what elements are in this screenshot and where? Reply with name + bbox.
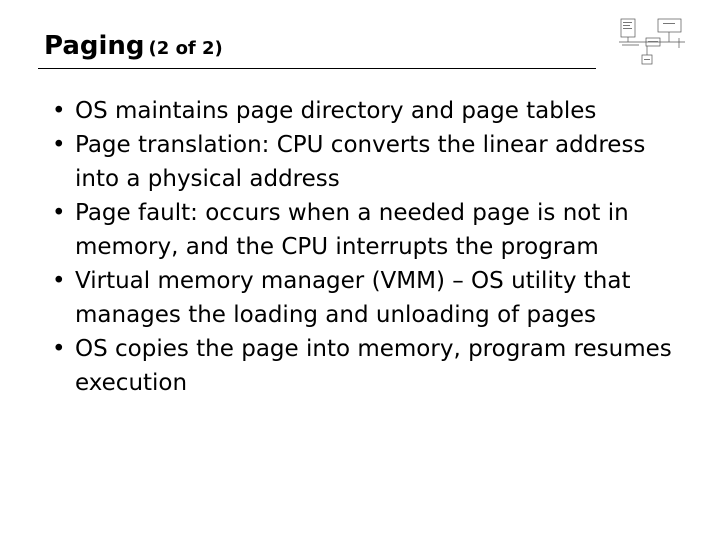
title-text: Paging (44, 31, 145, 61)
bullet-marker: • (52, 336, 66, 362)
bullet-text: Page fault: occurs when a needed page is… (75, 200, 629, 260)
bullet-text: OS copies the page into memory, program … (75, 336, 672, 396)
bullet-item: • Virtual memory manager (VMM) – OS utili… (48, 264, 678, 332)
bullet-item: • Page translation: CPU converts the line… (48, 128, 678, 196)
bullet-text: Virtual memory manager (VMM) – OS utilit… (75, 268, 631, 328)
bullet-marker: • (52, 200, 66, 226)
bullet-marker: • (52, 132, 66, 158)
bullet-item: • Page fault: occurs when a needed page i… (48, 196, 678, 264)
bullet-text: Page translation: CPU converts the linea… (75, 132, 646, 192)
title-suffix: (2 of 2) (148, 38, 223, 59)
slide-title: Paging(2 of 2) (44, 28, 223, 67)
system-diagram-icon (619, 18, 685, 65)
bullet-list: • OS maintains page directory and page ta… (48, 94, 678, 400)
bullet-text: OS maintains page directory and page tab… (75, 98, 597, 124)
bullet-item: • OS copies the page into memory, program… (48, 332, 678, 400)
bullet-marker: • (52, 268, 66, 294)
title-divider (38, 68, 596, 69)
bullet-item: • OS maintains page directory and page ta… (48, 94, 678, 128)
bullet-marker: • (52, 98, 66, 124)
